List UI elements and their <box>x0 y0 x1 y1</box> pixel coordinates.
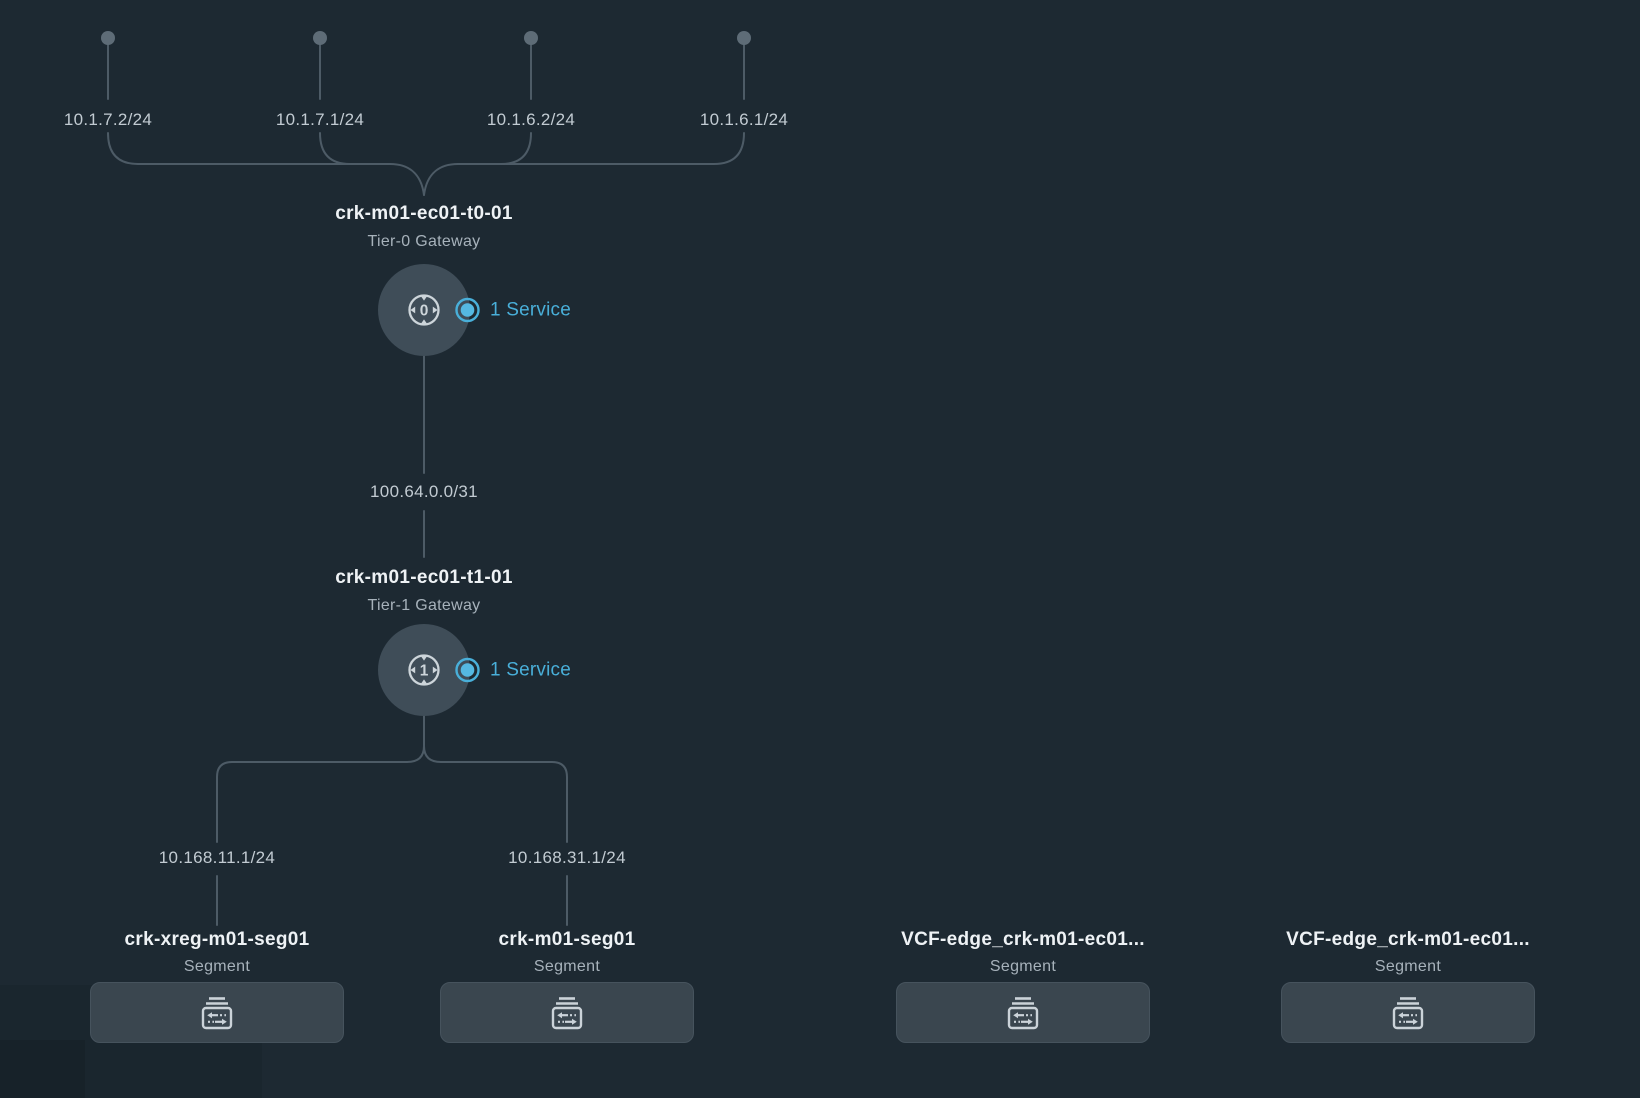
tier1-type-label: Tier-1 Gateway <box>367 597 481 614</box>
tier0-type-label: Tier-0 Gateway <box>367 233 481 250</box>
uplink-ip-label: 10.1.6.2/24 <box>486 110 576 129</box>
segment-name: crk-xreg-m01-seg01 <box>124 929 310 950</box>
segment-icon <box>201 996 233 1029</box>
tier1-name: crk-m01-ec01-t1-01 <box>335 567 513 588</box>
segment-node[interactable] <box>90 982 344 1043</box>
uplink-funnel <box>389 163 425 196</box>
tier0-services-label: 1 Service <box>490 299 572 320</box>
tier0-name: crk-m01-ec01-t0-01 <box>335 203 513 224</box>
uplink-port-dot[interactable] <box>313 31 327 45</box>
tier1-services-label: 1 Service <box>490 659 572 680</box>
segment-name: crk-m01-seg01 <box>498 929 636 950</box>
t1-split-line <box>423 745 568 843</box>
uplink-ip-label: 10.1.7.2/24 <box>63 110 153 129</box>
segment-icon <box>1392 996 1424 1029</box>
router-link-ip-label: 100.64.0.0/31 <box>370 482 478 501</box>
segment-type-label: Segment <box>533 958 601 975</box>
segment-icon <box>551 996 583 1029</box>
service-count-icon <box>455 657 480 683</box>
uplink-port-dot[interactable] <box>737 31 751 45</box>
segment-name: VCF-edge_crk-m01-ec01... <box>1286 929 1530 950</box>
segment-name: VCF-edge_crk-m01-ec01... <box>901 929 1145 950</box>
segment-node[interactable] <box>896 982 1150 1043</box>
uplink-funnel <box>319 132 351 165</box>
tier1-digit: 1 <box>420 663 429 680</box>
segment-node[interactable] <box>1281 982 1535 1043</box>
uplink-port-dot[interactable] <box>101 31 115 45</box>
segment-type-label: Segment <box>989 958 1057 975</box>
segment-node[interactable] <box>440 982 694 1043</box>
segment-type-label: Segment <box>183 958 251 975</box>
uplink-ip-label: 10.1.7.1/24 <box>275 110 365 129</box>
uplink-port-dot[interactable] <box>524 31 538 45</box>
segment-type-label: Segment <box>1374 958 1442 975</box>
uplink-funnel <box>500 132 532 165</box>
tier1-gateway-node[interactable]: 1 <box>378 624 470 716</box>
segment-icon <box>1007 996 1039 1029</box>
t1-split-line <box>216 715 425 843</box>
tier0-gateway-node[interactable]: 0 <box>378 264 470 356</box>
tier0-digit: 0 <box>420 303 429 320</box>
service-count-icon <box>455 297 480 323</box>
tier0-gateway-icon: 0 <box>408 294 440 326</box>
uplink-ip-label: 10.1.6.1/24 <box>699 110 789 129</box>
tier1-services-badge[interactable]: 1 Service <box>454 657 571 684</box>
tier0-services-badge[interactable]: 1 Service <box>454 297 571 324</box>
uplink-funnel <box>423 163 459 196</box>
uplink-funnel <box>457 132 745 165</box>
tier1-gateway-icon: 1 <box>408 654 440 686</box>
segment-ip-label: 10.168.11.1/24 <box>158 848 276 867</box>
uplink-funnel <box>107 132 391 165</box>
segment-ip-label: 10.168.31.1/24 <box>508 848 626 867</box>
